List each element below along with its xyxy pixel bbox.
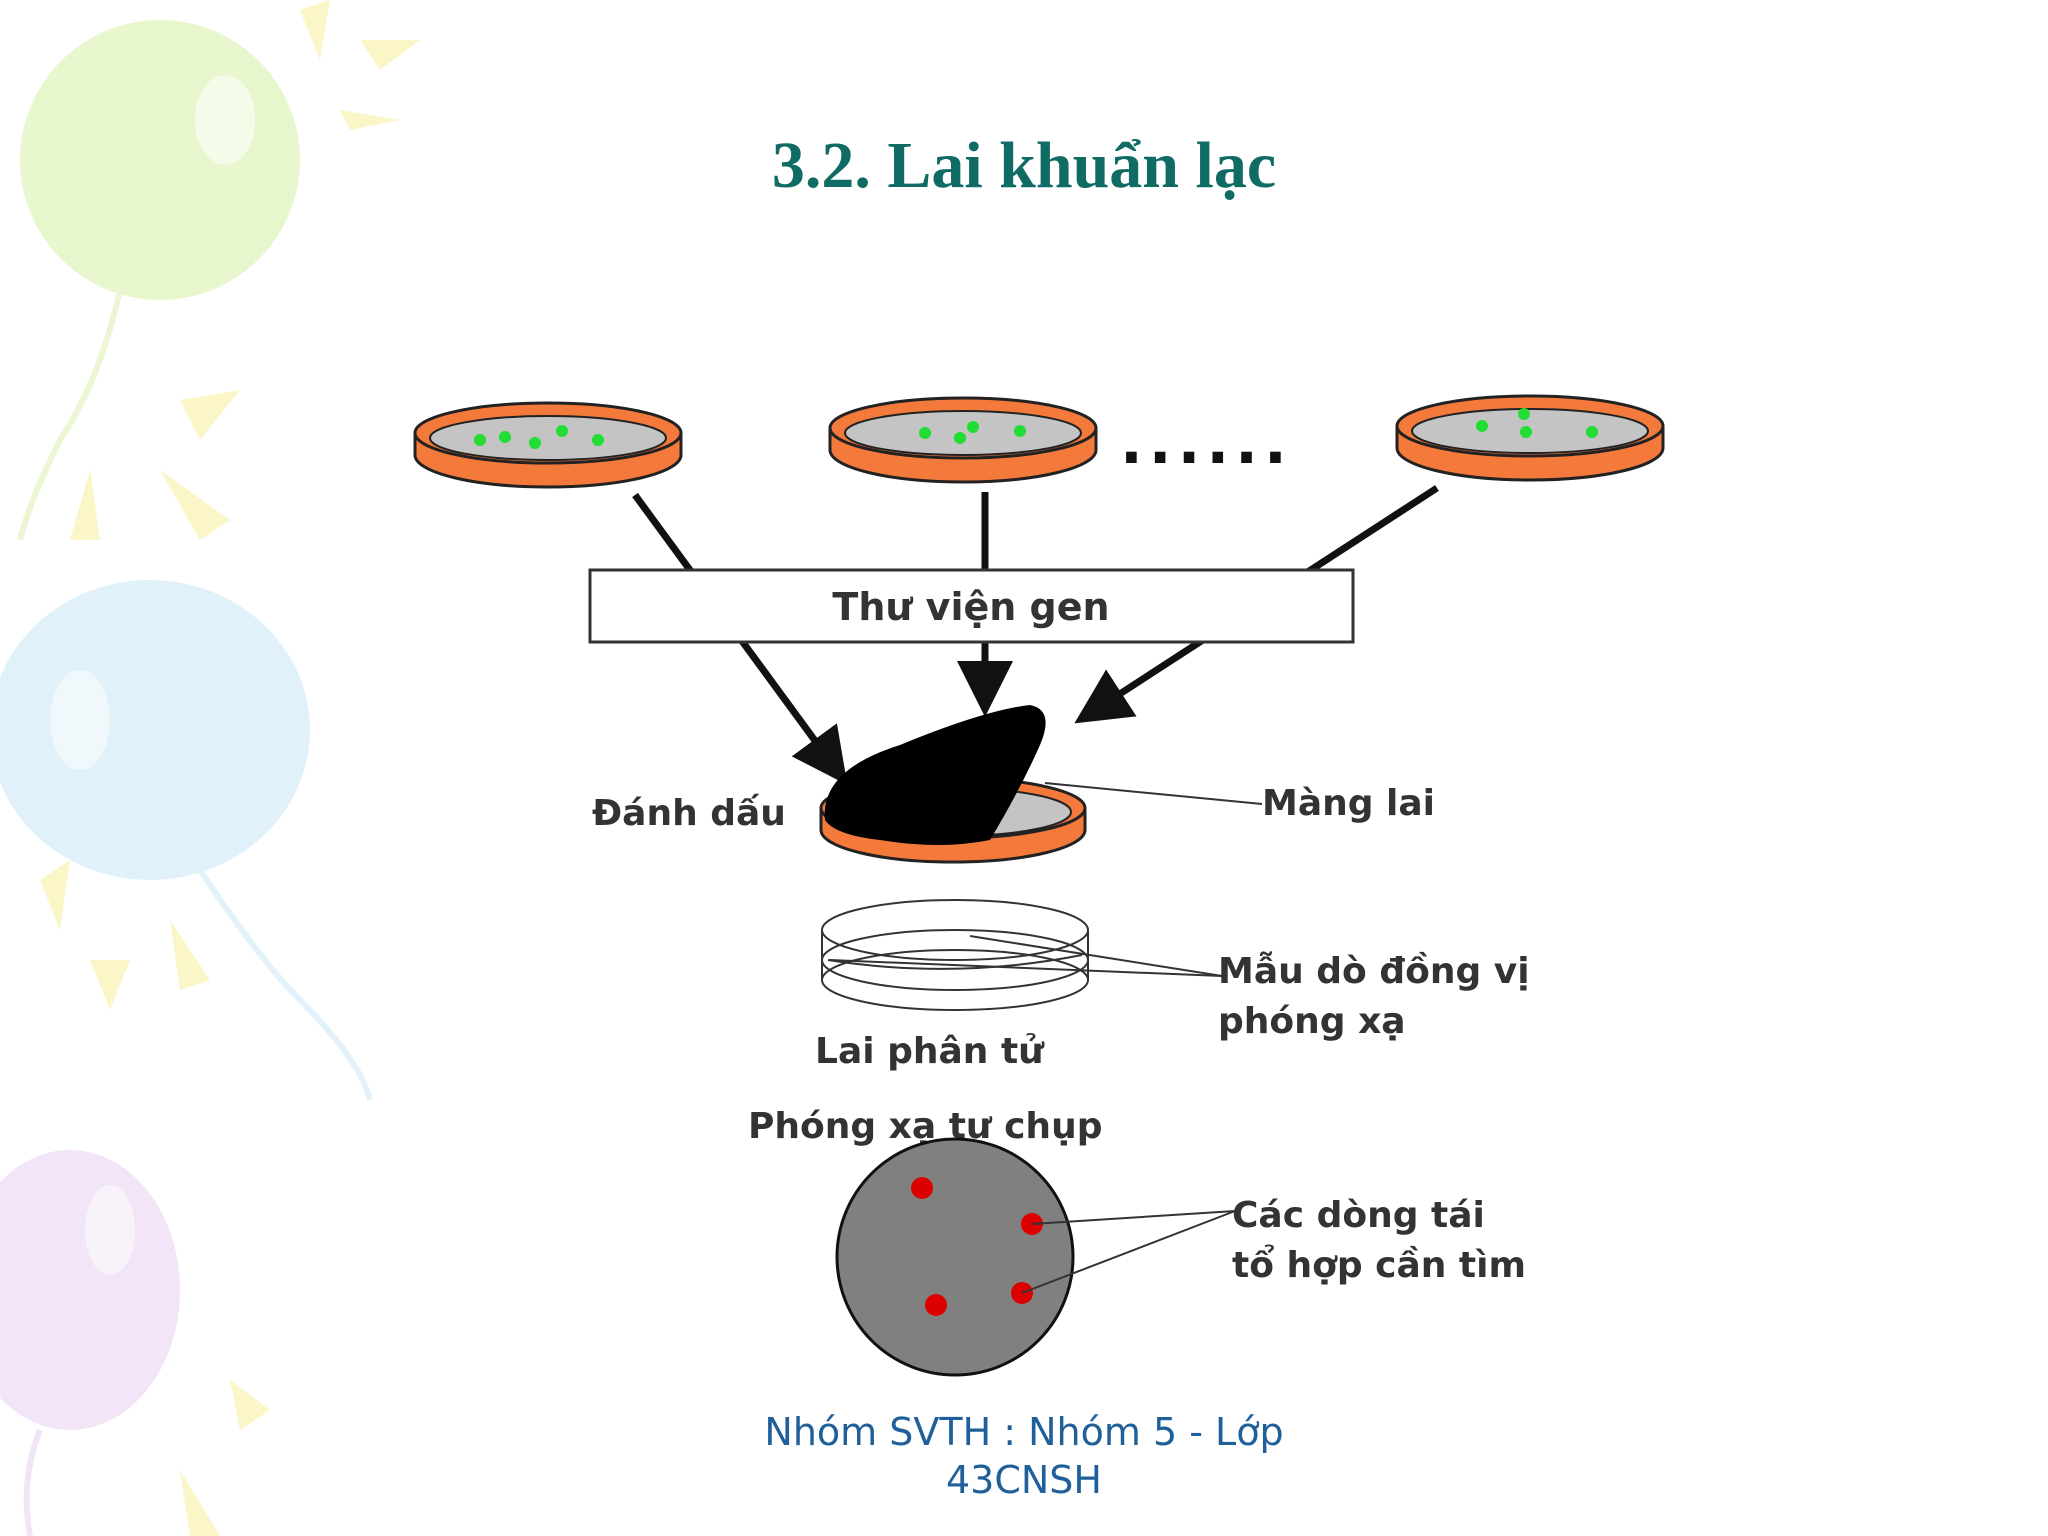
colony-dot: [967, 421, 979, 433]
colony-dot: [499, 431, 511, 443]
label-probe-line1: Mẫu dò đồng vị: [1218, 951, 1530, 992]
footer-line1: Nhóm SVTH : Nhóm 5 - Lớp: [764, 1410, 1284, 1454]
clone-pointer-line-2: [1021, 1210, 1236, 1294]
colony-dot: [1586, 426, 1598, 438]
colony-dot: [1014, 425, 1026, 437]
blue-balloon-icon: [0, 580, 310, 880]
ellipsis-dots: ......: [1120, 408, 1293, 478]
colony-dot: [1518, 408, 1530, 420]
purple-balloon-icon: [0, 1150, 180, 1430]
footer-line2: 43CNSH: [945, 1458, 1102, 1502]
colony-dot: [1520, 426, 1532, 438]
slide-title: 3.2. Lai khuẩn lạc: [771, 129, 1277, 202]
label-marker: Đánh dấu: [592, 793, 786, 834]
label-autoradiography: Phóng xạ tự chụp: [748, 1106, 1102, 1147]
svg-text:Thư viện gen: Thư viện gen: [832, 585, 1109, 629]
probe-pointer-line-2: [829, 959, 1223, 977]
positive-clone-dot: [911, 1177, 933, 1199]
probe-dish: [821, 899, 1089, 1011]
label-clones-line2: tổ hợp cần tìm: [1232, 1244, 1526, 1286]
label-clones-line1: Các dòng tái: [1232, 1195, 1485, 1236]
colony-dot: [529, 437, 541, 449]
petri-dish-3: [1395, 394, 1665, 482]
membrane-dish: [819, 705, 1087, 864]
colony-dot: [474, 434, 486, 446]
label-probe-line2: phóng xạ: [1218, 1001, 1406, 1042]
petri-dish-1: [413, 401, 683, 489]
positive-clone-dot: [925, 1294, 947, 1316]
gene-library-box: Thư viện gen: [588, 568, 1355, 644]
footer-credit: Nhóm SVTH : Nhóm 5 - Lớp 43CNSH: [0, 1408, 2048, 1504]
label-membrane: Màng lai: [1262, 783, 1435, 824]
hybridization-membrane: [824, 705, 1046, 845]
probe-pointer-line: [969, 935, 1223, 977]
colony-dot: [556, 425, 568, 437]
colony-dot: [919, 427, 931, 439]
colony-dot: [954, 432, 966, 444]
label-hybridization: Lai phân tử: [815, 1031, 1045, 1072]
clone-pointer-line-1: [1031, 1210, 1236, 1225]
autoradiography-film: [835, 1137, 1075, 1377]
colony-dot: [592, 434, 604, 446]
colony-dot: [1476, 420, 1488, 432]
petri-dish-2: [828, 396, 1098, 484]
membrane-pointer-line: [1044, 782, 1263, 805]
